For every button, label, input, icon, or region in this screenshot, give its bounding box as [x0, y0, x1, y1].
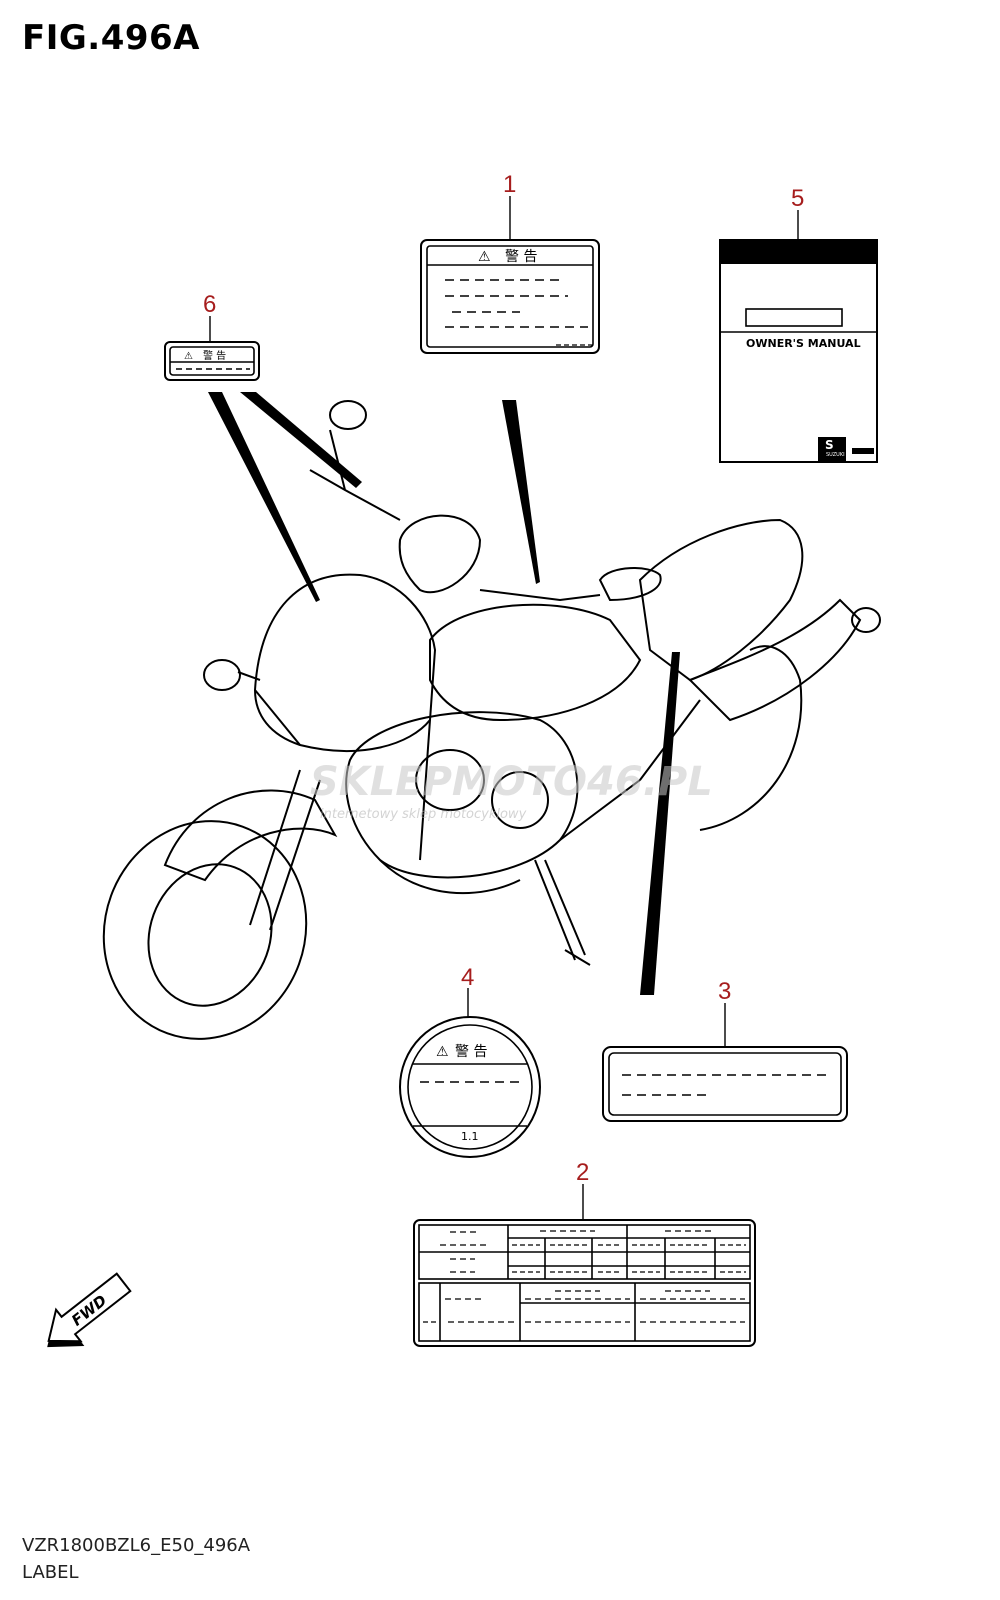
callout-3: 3: [718, 978, 731, 1005]
callout-4: 4: [461, 964, 474, 991]
warning-text: 警 告: [203, 349, 226, 362]
fwd-arrow-icon: FWD: [47, 1272, 132, 1348]
leader-wedges: [208, 392, 680, 995]
watermark-site: SKLEPMOTO46.PL: [310, 759, 713, 805]
callout-leaders: [209, 196, 799, 1220]
owners-manual: OWNER'S MANUAL SUZUKI S: [719, 239, 878, 463]
label-6-small-warning: ⚠ 警 告: [164, 341, 260, 381]
label-4-round-seal: ⚠ 警 告 1.1: [399, 1016, 541, 1158]
callout-6: 6: [203, 291, 216, 318]
seal-number: 1.1: [461, 1130, 479, 1143]
watermark-tagline: internetowy sklep motocyklowy: [320, 807, 527, 822]
warning-symbol-icon: ⚠: [478, 249, 491, 265]
callout-1: 1: [503, 171, 516, 198]
callout-5: 5: [791, 185, 804, 212]
suzuki-logo-text: SUZUKI: [826, 452, 845, 458]
label-2-info-table: [413, 1219, 756, 1347]
figure-code: VZR1800BZL6_E50_496A: [22, 1535, 251, 1556]
figure-title: FIG.496A: [22, 18, 200, 58]
warning-symbol-icon: ⚠: [184, 351, 193, 362]
callout-2: 2: [576, 1159, 589, 1186]
watermark: SKLEPMOTO46.PL internetowy sklep motocyk…: [310, 759, 713, 822]
suzuki-s-logo-icon: S: [825, 438, 834, 452]
warning-text: 警 告: [505, 249, 537, 265]
warning-symbol-icon: ⚠: [436, 1044, 449, 1060]
label-1-warning: ⚠ 警 告: [420, 239, 600, 354]
warning-text: 警 告: [455, 1044, 487, 1060]
owners-manual-title: OWNER'S MANUAL: [746, 337, 861, 350]
label-3-rectangle: [602, 1046, 848, 1122]
figure-name: LABEL: [22, 1562, 79, 1583]
motorcycle-drawing: [102, 400, 881, 1040]
